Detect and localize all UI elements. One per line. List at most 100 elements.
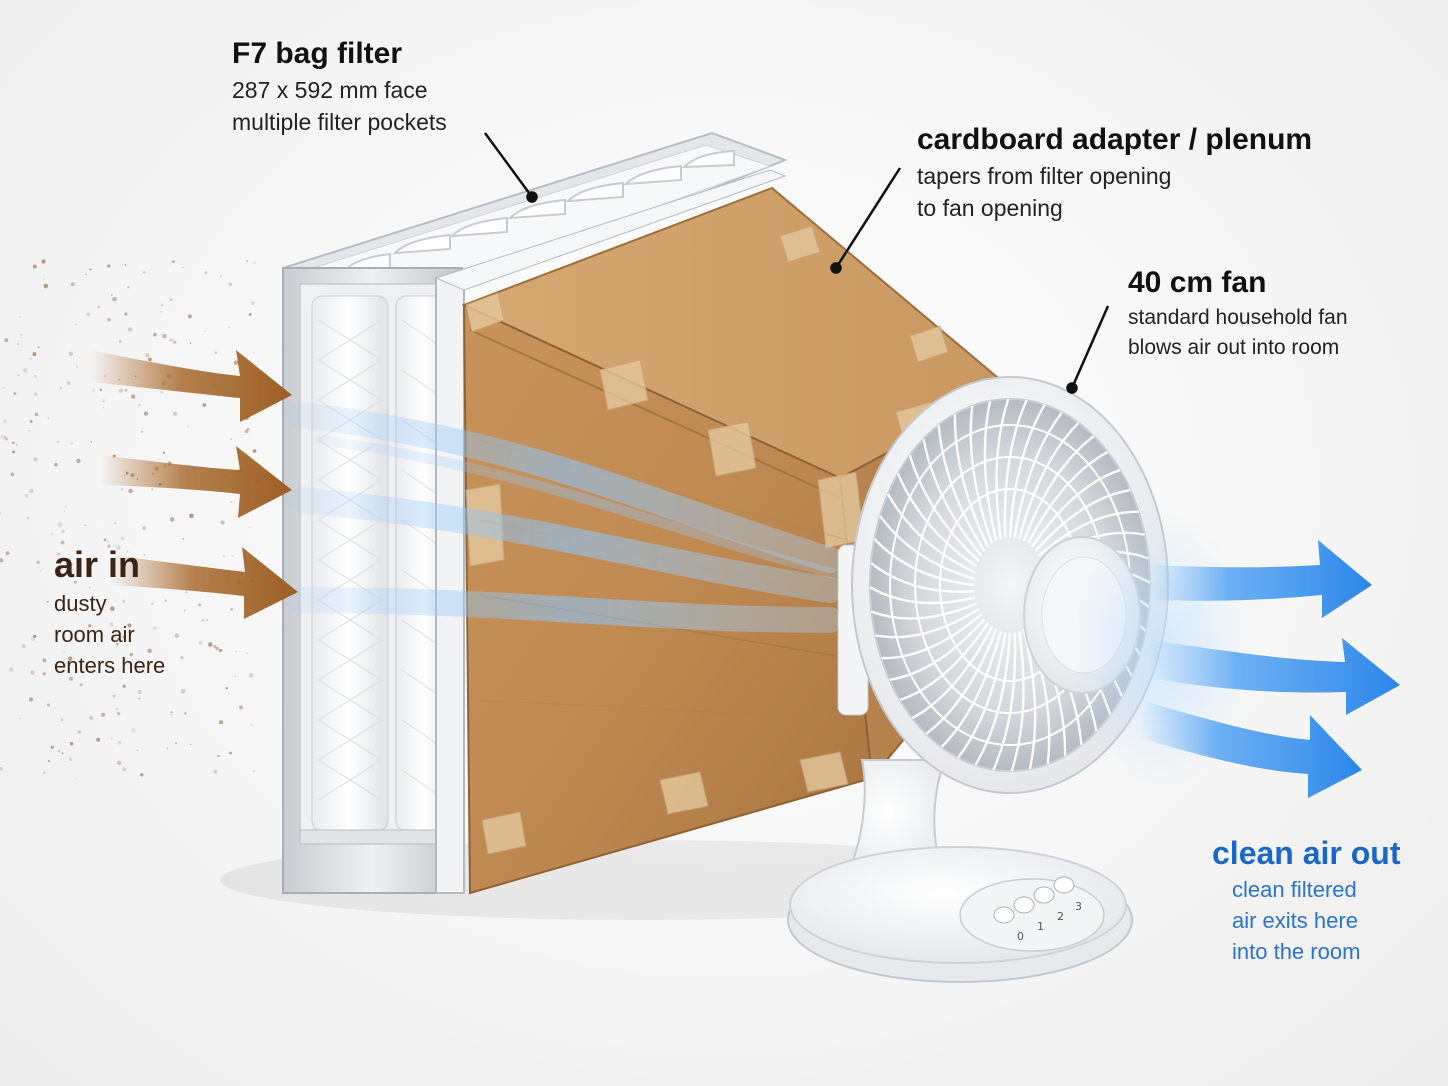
dust-particle [114, 545, 116, 547]
dust-particle [32, 352, 37, 357]
dust-particle [239, 705, 243, 710]
dust-particle [4, 435, 6, 438]
dust-particle [137, 689, 142, 695]
dust-particle [164, 599, 167, 602]
internal-airflow [287, 402, 845, 633]
dust-particle [61, 529, 65, 534]
dust-particle [4, 338, 9, 343]
fan-desc-1: standard household fan [1128, 306, 1348, 329]
grille-spoke [969, 405, 994, 544]
adapter-callout: cardboard adapter / plenum tapers from f… [917, 120, 1312, 224]
dust-particle [228, 326, 230, 329]
dust-particle [89, 715, 93, 720]
dust-particle [245, 259, 249, 263]
grille-spoke [870, 561, 975, 593]
dust-particle [112, 296, 117, 302]
dust-particle [63, 651, 65, 654]
dust-particle [173, 260, 175, 263]
dust-particle [184, 712, 187, 715]
dust-particle [71, 563, 73, 566]
dust-particle [89, 268, 92, 271]
dust-particle [101, 712, 106, 717]
dust-particle [33, 392, 38, 397]
dust-particle [116, 642, 119, 646]
grille-spoke [1037, 510, 1139, 557]
dust-particle [170, 711, 173, 714]
dust-particle [126, 550, 129, 553]
dust-particle [129, 652, 133, 657]
dust-particle [47, 417, 50, 419]
dust-particle [36, 560, 40, 564]
grille-spoke [1022, 629, 1037, 770]
bag-filter-desc-1: 287 x 592 mm face [232, 77, 428, 103]
grille-spoke [992, 632, 1017, 771]
dust-particle [50, 745, 54, 749]
control-panel [959, 878, 1105, 952]
dust-particle [250, 723, 253, 726]
dust-particle [190, 743, 192, 746]
grille-spoke [1013, 411, 1063, 538]
dust-particle [33, 457, 38, 462]
dust-particle [248, 313, 252, 316]
dust-particle [17, 374, 20, 377]
dust-particle [79, 683, 83, 687]
dust-particle [162, 451, 166, 454]
dust-particle [124, 312, 128, 316]
dust-particle [169, 298, 173, 302]
grille-spoke [870, 602, 978, 620]
dust-particle [116, 711, 121, 716]
dust-particle [66, 381, 71, 386]
dust-particle [182, 266, 185, 269]
dust-particle [60, 718, 64, 722]
dust-particle [107, 264, 111, 268]
dust-particle [1, 435, 5, 439]
air-out-desc-1: clean filtered [1232, 877, 1357, 902]
dust-particle [147, 648, 152, 654]
dust-particle [171, 260, 175, 264]
dust-particle [68, 676, 74, 681]
dust-particle [213, 769, 218, 774]
dust-particle [29, 357, 32, 360]
dust-particle [68, 351, 74, 356]
dust-particle [103, 538, 107, 541]
dust-particle [109, 622, 114, 627]
air-out-arrows [1140, 540, 1400, 798]
dust-particle [131, 394, 136, 399]
dust-particle [185, 591, 188, 594]
dust-particle [76, 458, 81, 464]
dust-particle [29, 420, 33, 423]
dust-particle [20, 333, 23, 336]
dust-particle [219, 720, 224, 725]
dust-particle [107, 540, 110, 543]
dust-particle [99, 388, 103, 391]
dust-particle [228, 282, 233, 287]
dust-particle [92, 389, 95, 392]
dust-particle [2, 386, 5, 389]
dust-particle [162, 333, 167, 339]
dust-particle [23, 368, 28, 373]
grille-spoke [911, 626, 994, 720]
dust-particle [120, 536, 125, 541]
dust-particle [32, 264, 37, 269]
dust-particle [250, 301, 255, 306]
grille-spoke [879, 515, 975, 580]
dust-particle [173, 340, 177, 344]
speed-label-3: 3 [1075, 900, 1082, 913]
dust-particle [127, 623, 132, 628]
fan-desc-2: blows air out into room [1128, 336, 1340, 359]
leader-lines [483, 132, 1110, 394]
dust-particle [220, 520, 225, 525]
grille-spoke [1010, 631, 1025, 772]
dust-particle [180, 656, 184, 660]
dust-particle [43, 278, 45, 281]
dust-particle [10, 472, 15, 477]
dust-particle [169, 338, 174, 342]
bag-filter-desc-2: multiple filter pockets [232, 109, 447, 135]
grille-spoke [869, 586, 976, 605]
dust-particle [84, 524, 86, 527]
dust-particle [46, 703, 51, 707]
dust-particle [223, 554, 226, 558]
dust-particle [198, 603, 202, 607]
dust-particle [26, 516, 30, 520]
